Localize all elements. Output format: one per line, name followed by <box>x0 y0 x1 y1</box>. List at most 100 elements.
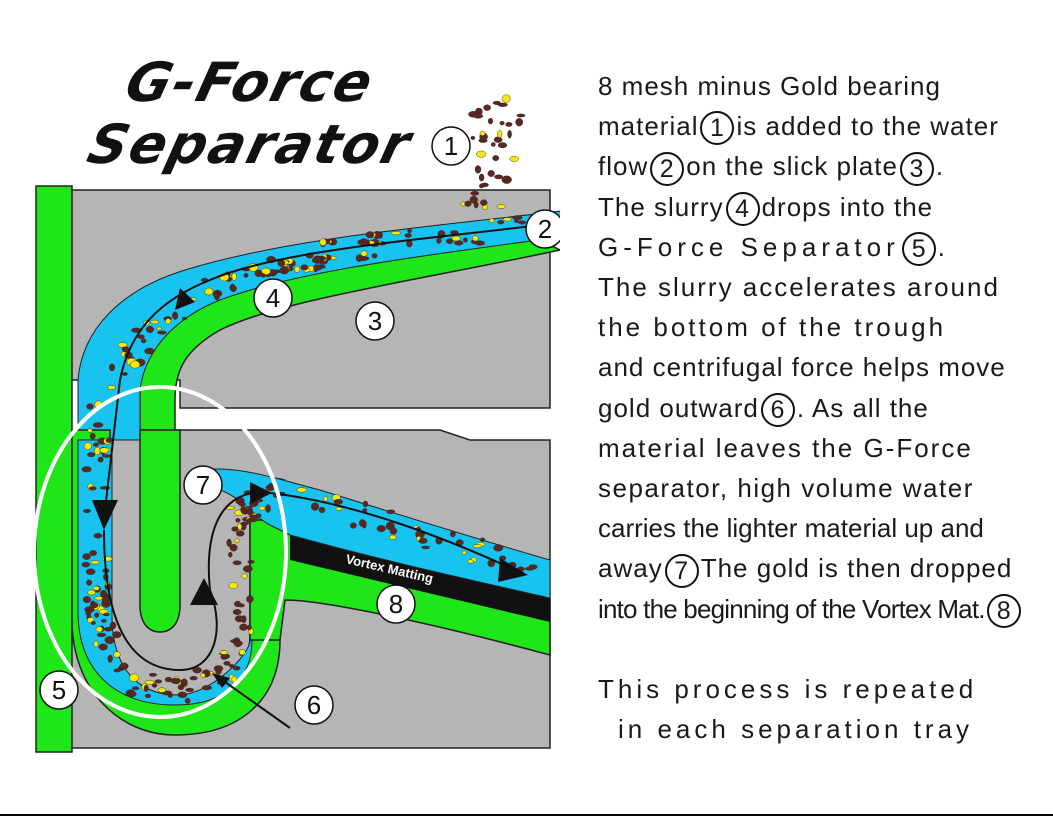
rock-particle <box>463 237 468 243</box>
inner-post <box>139 429 181 633</box>
gold-particle <box>200 673 206 678</box>
desc-line-10: material leaves the G-Force <box>598 432 973 463</box>
rock-particle <box>475 240 486 246</box>
gold-particle <box>476 150 487 158</box>
desc-line-14: into the beginning of the Vortex Mat.8 <box>598 589 1034 629</box>
desc-text: is added to the water <box>736 111 999 142</box>
desc-text: The slurry <box>598 191 724 222</box>
rock-particle <box>86 403 94 410</box>
rock-particle <box>386 509 396 514</box>
rock-particle <box>349 522 357 529</box>
rock-particle <box>470 190 480 196</box>
desc-text: away <box>598 553 663 584</box>
rock-particle <box>229 283 236 292</box>
rock-particle <box>512 215 523 221</box>
gold-particle <box>319 238 327 246</box>
rock-particle <box>515 118 524 127</box>
desc-text: flow <box>598 151 649 182</box>
vortex-mat <box>290 535 550 622</box>
rock-particle <box>89 432 96 440</box>
inline-callout-6: 6 <box>760 392 795 427</box>
desc-line-6: The slurry accelerates around <box>598 272 1000 303</box>
rock-particle <box>86 579 93 586</box>
rock-particle <box>470 135 476 140</box>
rock-particle <box>93 442 99 447</box>
gold-particle <box>228 581 238 589</box>
rock-particle <box>180 678 188 687</box>
rock-particle <box>213 293 220 298</box>
rock-particle <box>131 686 140 691</box>
rock-particle <box>143 684 149 692</box>
rock-particle <box>474 165 482 174</box>
rock-particle <box>497 220 505 225</box>
rock-particle <box>145 326 154 333</box>
water-flow-lower <box>199 468 551 599</box>
gold-particle <box>129 673 140 682</box>
rock-particle <box>226 538 232 547</box>
rock-particle <box>361 520 367 529</box>
rock-particle <box>483 104 491 111</box>
rock-particle <box>479 537 486 542</box>
separator-diagram: Vortex Matting 1 2 3 4 5 6 7 8 <box>32 94 560 753</box>
rock-particle <box>265 504 271 513</box>
rock-particle <box>82 596 91 604</box>
rock-particle <box>223 661 231 666</box>
callout-6-label: 6 <box>307 690 321 720</box>
gold-particle <box>335 506 343 511</box>
gold-particle <box>87 589 96 596</box>
inline-callout-3: 3 <box>899 151 934 186</box>
flow-arrow-4 <box>175 288 195 310</box>
flow-arrow-down <box>92 500 118 530</box>
rock-particle <box>255 513 262 518</box>
callout-6: 6 <box>294 685 334 725</box>
rock-particle <box>505 122 513 127</box>
pointer-6-head <box>212 673 230 688</box>
gold-particle <box>231 272 237 281</box>
callout-2-label: 2 <box>538 214 552 244</box>
flow-path-upper <box>104 224 541 511</box>
gold-particle <box>294 266 300 273</box>
rock-particle <box>215 668 222 675</box>
rock-particle <box>232 609 242 615</box>
gold-particle <box>83 442 92 450</box>
rock-particle <box>233 640 243 646</box>
rock-particle <box>237 603 245 608</box>
gold-particle <box>165 318 172 325</box>
gold-particle <box>501 94 511 103</box>
rock-particle <box>404 233 412 238</box>
rock-particle <box>144 693 152 698</box>
rock-particle <box>490 142 496 147</box>
rock-particle <box>201 685 212 691</box>
rock-particle <box>239 623 249 631</box>
gold-particle <box>237 522 242 530</box>
callout-3: 3 <box>355 301 395 341</box>
rock-particle <box>151 683 158 688</box>
rock-particle <box>355 254 363 262</box>
rock-particle <box>109 621 117 630</box>
gold-particle <box>258 506 266 511</box>
gold-particle <box>90 560 100 565</box>
rock-particle <box>497 142 508 149</box>
rock-particle <box>492 155 500 162</box>
rock-particle <box>94 612 100 618</box>
rock-particle <box>246 508 254 516</box>
desc-text: gold outward <box>598 392 759 423</box>
rock-particle <box>108 363 115 372</box>
rock-particle <box>407 228 412 234</box>
desc-text: material <box>598 111 699 142</box>
rock-particle <box>497 102 508 107</box>
rock-particle <box>446 238 454 244</box>
gold-particle <box>360 250 368 257</box>
rock-particle <box>389 527 398 535</box>
callout-3-label: 3 <box>368 306 382 336</box>
inline-callout-2: 2 <box>650 151 685 186</box>
bottom-rule <box>0 814 1053 816</box>
rock-particle <box>333 499 343 505</box>
rock-particle <box>240 521 249 526</box>
gold-particle <box>95 626 103 633</box>
callout-1-label: 1 <box>444 131 458 161</box>
